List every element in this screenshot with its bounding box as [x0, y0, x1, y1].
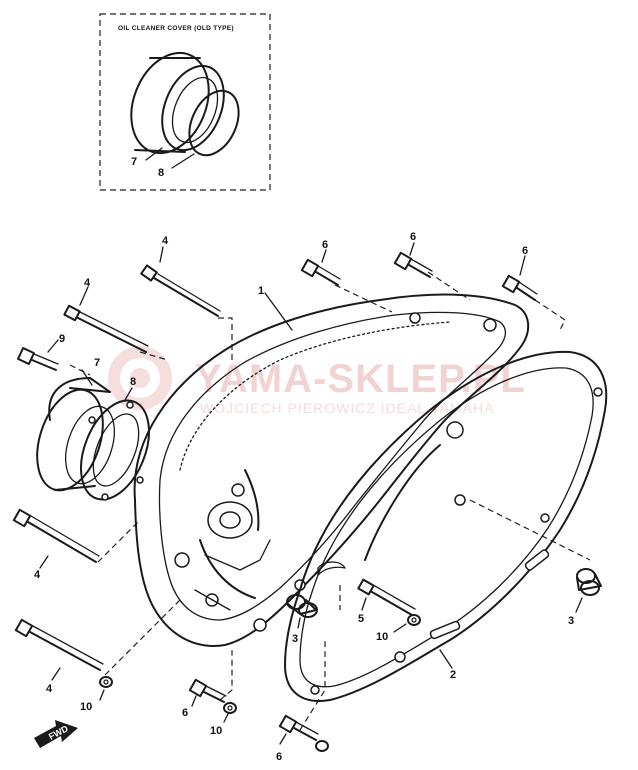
oil-cleaner-cover: 7: [36, 357, 115, 492]
callout-bolt-4-mid: 4: [34, 569, 41, 581]
callout-inset-7: 7: [131, 156, 137, 168]
cover-gasket: 2: [284, 350, 608, 702]
inset-old-type: OIL CLEANER COVER (OLD TYPE) 7 8: [99, 13, 271, 191]
watermark-main-text: YAMA-SKLEP.PL: [195, 357, 526, 401]
callout-washer-10-left: 10: [80, 701, 92, 713]
bolt-4-bottom: 4: [14, 618, 104, 695]
callout-bolt-6-b: 6: [410, 231, 416, 243]
washer-10-mid: 10: [376, 614, 421, 643]
bolt-9: 9: [17, 333, 65, 371]
callout-washer-10-bottom: 10: [210, 725, 222, 737]
callout-gasket-2: 2: [450, 669, 456, 681]
callout-bolt-4-left: 4: [84, 277, 91, 289]
assembly-guide-lines: [69, 271, 591, 731]
bolt-6-c: 6: [501, 245, 538, 301]
inset-oil-cleaner-cover: [130, 51, 225, 155]
callout-bolt-4-top: 4: [162, 235, 169, 247]
callout-bolt-6-c: 6: [522, 245, 528, 257]
bolt-4-top: 4: [140, 235, 221, 317]
dowel-3-right: 3: [568, 568, 602, 627]
callout-seal-8: 8: [130, 376, 136, 388]
callout-bolt-6-a: 6: [322, 239, 328, 251]
washer-10-left: 10: [80, 676, 113, 713]
callout-dowel-3-right: 3: [568, 615, 574, 627]
callout-bolt-6-d: 6: [182, 707, 188, 719]
inset-title: OIL CLEANER COVER (OLD TYPE): [118, 25, 234, 32]
callout-cover-1: 1: [258, 285, 264, 297]
callout-bolt-4-bottom: 4: [46, 683, 53, 695]
watermark: YAMA-SKLEP.PL WOJCIECH PIEROWICZ IDEAL Y…: [108, 346, 526, 416]
inset-o-ring: [188, 89, 240, 157]
bolt-6-b: 6: [393, 231, 433, 278]
bolt-6-d: 6: [182, 678, 227, 719]
bolt-4-mid: 4: [12, 508, 100, 581]
callout-cover-7: 7: [94, 357, 100, 369]
callout-dowel-3-left: 3: [292, 633, 298, 645]
oil-cleaner-gasket: 8: [80, 376, 150, 501]
washer-10-bottom: 10: [210, 702, 237, 737]
bolt-4-left: 4: [63, 277, 149, 353]
bolt-6-a: 6: [300, 239, 341, 286]
callout-bolt-5: 5: [358, 613, 364, 625]
crankcase-cover: 1: [133, 285, 530, 647]
callout-inset-8: 8: [158, 167, 164, 179]
forward-arrow-icon: [34, 720, 78, 748]
bolt-6-e: 6: [276, 714, 329, 763]
inset-frame: [99, 13, 271, 191]
callout-washer-10-mid: 10: [376, 631, 388, 643]
callout-bolt-9: 9: [59, 333, 65, 345]
dowel-3-left: 3: [286, 594, 318, 645]
watermark-sub-text: WOJCIECH PIEROWICZ IDEAL YAMAHA: [200, 400, 494, 416]
callout-bolt-6-e: 6: [276, 751, 282, 763]
forward-direction-arrow: FWD: [34, 720, 78, 748]
bolt-5: 5: [357, 578, 416, 625]
